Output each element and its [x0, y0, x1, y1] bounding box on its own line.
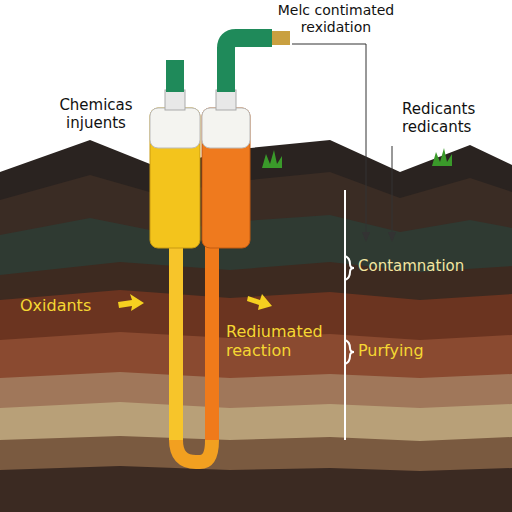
flow-arrow: [247, 294, 272, 310]
leader-line: [392, 146, 393, 236]
bracket: [345, 256, 354, 280]
text-label: Melc contimated rexidation: [270, 2, 402, 36]
soil-layer: [0, 172, 512, 512]
soil-layer: [0, 215, 512, 512]
soil-layer: [0, 290, 512, 512]
soil-layer: [0, 402, 512, 512]
bottle-cap: [166, 60, 184, 92]
bottle-neck: [165, 90, 185, 110]
text-label: Contamnation: [358, 257, 508, 275]
flow-arrow: [118, 294, 144, 311]
soil-layer: [0, 466, 512, 512]
arrowhead: [388, 232, 396, 242]
text-label: Rediumated reaction: [226, 322, 338, 360]
leader-line: [292, 44, 366, 236]
arrowhead: [362, 232, 370, 242]
text-label: Chemicas injuents: [48, 96, 144, 132]
soil-layer: [0, 140, 512, 512]
grass-tuft: [262, 150, 282, 168]
bracket-line: [344, 190, 346, 440]
chemical-bottle: [202, 108, 250, 248]
nozzle: [272, 31, 290, 45]
injection-tube: [205, 240, 219, 440]
soil-layer: [0, 436, 512, 512]
text-label: Oxidants: [20, 296, 116, 315]
bracket: [345, 340, 354, 364]
chemical-bottle: [150, 108, 200, 248]
bottle-neck: [216, 90, 236, 110]
text-label: Redicants redicants: [402, 100, 494, 136]
soil-layer: [0, 372, 512, 512]
grass-tuft: [432, 148, 452, 166]
bottle-top: [202, 108, 250, 148]
injection-tube: [169, 240, 183, 440]
soil-layer: [0, 262, 512, 512]
injection-tube: [176, 240, 212, 462]
injection-pipe: [226, 38, 272, 92]
bottle-top: [150, 108, 200, 148]
text-label: Purfying: [358, 341, 498, 360]
